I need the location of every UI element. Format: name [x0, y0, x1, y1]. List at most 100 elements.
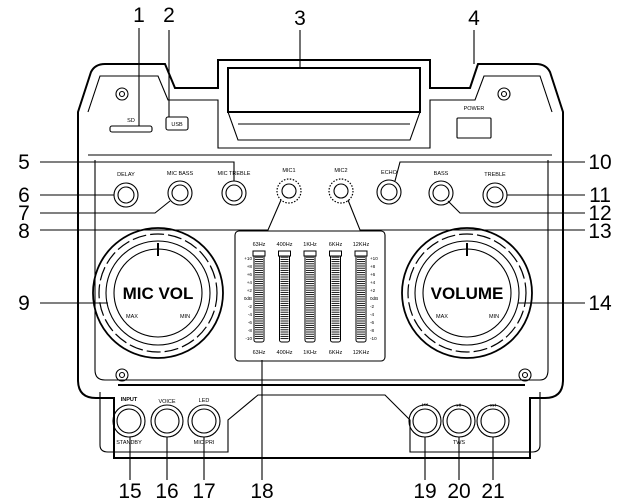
standby-label: STANDBY: [116, 440, 142, 446]
eq-band-bottom-label: 12KHz: [353, 350, 370, 356]
callout-21: 21: [481, 480, 504, 502]
callout-2: 2: [163, 4, 175, 27]
eq-scale-tick-label: -8: [370, 328, 375, 333]
input-label: INPUT: [121, 397, 138, 403]
echo-label: ECHO: [381, 170, 398, 176]
eq-band-bottom-label: 1KHz: [303, 350, 317, 356]
callout-1: 1: [133, 4, 145, 27]
callout-6: 6: [18, 184, 30, 207]
eq-scale-tick-label: +4: [247, 280, 253, 285]
eq-scale-tick-label: -10: [245, 336, 252, 341]
sd-slot[interactable]: SD: [109, 118, 153, 133]
eq-scale-tick-label: +6: [370, 272, 376, 277]
mic-bass-label: MIC BASS: [167, 171, 194, 177]
volume-label: VOLUME: [431, 284, 504, 303]
callout-9: 9: [18, 292, 30, 315]
knob-mic1[interactable]: MIC1: [276, 168, 302, 204]
callout-numbers: 1 2 3 4 5 6 7 8 9 10 11 12 13 14 15 16 1…: [18, 4, 612, 502]
eq-scale-tick-label: +2: [370, 288, 376, 293]
eq-slider-thumb: [252, 250, 266, 257]
callout-8: 8: [18, 220, 30, 243]
callout-15: 15: [118, 480, 141, 502]
volume-max-label: MIN: [489, 314, 499, 320]
eq-band-top-label: 12KHz: [353, 242, 370, 248]
mic1-label: MIC1: [282, 168, 295, 174]
treble-label: TREBLE: [484, 172, 506, 178]
volume-min-label: MAX: [436, 314, 448, 320]
mic-vol-max-label: MIN: [180, 314, 190, 320]
callout-17: 17: [192, 480, 215, 502]
eq-slider-4[interactable]: 12KHz 12KHz: [353, 242, 370, 356]
mic-vol-dial[interactable]: MIC VOL MAX MIN: [92, 227, 224, 359]
next-icon: ⏭: [490, 402, 496, 409]
eq-scale-tick-label: -4: [248, 312, 253, 317]
leader-lines: [40, 28, 585, 480]
callout-18: 18: [250, 480, 273, 502]
callout-3: 3: [294, 7, 306, 30]
eq-scale-tick-label: -8: [248, 328, 253, 333]
knob-bass[interactable]: BASS: [428, 171, 454, 206]
eq-slider-2[interactable]: 1KHz 1KHz: [303, 242, 317, 356]
callout-14: 14: [588, 292, 612, 315]
sd-label: SD: [127, 118, 135, 124]
eq-slider-0[interactable]: 63Hz 63Hz: [252, 242, 266, 356]
voice-button[interactable]: VOICE: [150, 399, 184, 438]
callout-4: 4: [468, 7, 480, 30]
eq-slider-thumb: [278, 250, 291, 257]
knob-delay[interactable]: DELAY: [113, 172, 139, 208]
eq-scale-tick-label: -2: [370, 304, 375, 309]
prev-button[interactable]: ⏮: [408, 402, 442, 438]
eq-band-bottom-label: 63Hz: [253, 350, 266, 356]
eq-scale-tick-label: 0dB: [244, 296, 252, 301]
eq-slider-thumb: [354, 250, 368, 257]
callout-10: 10: [588, 151, 611, 174]
callout-16: 16: [155, 480, 178, 502]
eq-band-bottom-label: 6KHz: [329, 350, 343, 356]
knob-treble[interactable]: TREBLE: [482, 172, 508, 208]
power-label: POWER: [464, 106, 485, 112]
led-label: LED: [199, 398, 210, 404]
handle: [227, 67, 421, 141]
knob-echo[interactable]: ECHO: [376, 170, 402, 205]
eq-band-top-label: 1KHz: [303, 242, 317, 248]
eq-scale-tick-label: -10: [370, 336, 377, 341]
usb-label: USB: [171, 122, 183, 128]
callout-7: 7: [18, 202, 30, 225]
eq-scale-tick-label: +8: [370, 264, 376, 269]
volume-dial[interactable]: VOLUME MAX MIN: [401, 227, 533, 359]
mic-vol-min-label: MAX: [126, 314, 138, 320]
eq-slider-thumb: [329, 250, 342, 257]
usb-port[interactable]: USB: [165, 116, 189, 131]
eq-band-top-label: 63Hz: [253, 242, 266, 248]
play-pause-icon: ⏯: [456, 402, 461, 409]
eq-scale-tick-label: +6: [247, 272, 253, 277]
callout-11: 11: [589, 184, 611, 207]
eq-band-bottom-label: 400Hz: [277, 350, 293, 356]
eq-scale-tick-label: -2: [248, 304, 253, 309]
knob-mic-bass[interactable]: MIC BASS: [167, 171, 194, 206]
eq-slider-1[interactable]: 400Hz 400Hz: [277, 242, 293, 356]
callout-13: 13: [588, 220, 611, 243]
mic-vol-label: MIC VOL: [123, 284, 194, 303]
knob-mic2[interactable]: MIC2: [328, 168, 354, 204]
power-button[interactable]: POWER: [456, 106, 492, 139]
eq-band-top-label: 400Hz: [277, 242, 293, 248]
eq-scale-tick-label: 0dB: [370, 296, 378, 301]
callout-12: 12: [588, 202, 611, 225]
eq-scale-tick-label: +10: [244, 256, 252, 261]
eq-scale-tick-label: +4: [370, 280, 376, 285]
eq-band-top-label: 6KHz: [329, 242, 343, 248]
delay-label: DELAY: [117, 172, 135, 178]
voice-label: VOICE: [158, 399, 175, 405]
bass-label: BASS: [434, 171, 449, 177]
eq-scale-tick-label: -6: [370, 320, 375, 325]
input-button[interactable]: INPUT STANDBY: [112, 397, 146, 446]
eq-scale-tick-label: +2: [247, 288, 253, 293]
eq-scale-tick-label: -6: [248, 320, 253, 325]
eq-slider-3[interactable]: 6KHz 6KHz: [329, 242, 343, 356]
next-button[interactable]: ⏭: [476, 402, 510, 438]
callout-5: 5: [18, 151, 30, 174]
